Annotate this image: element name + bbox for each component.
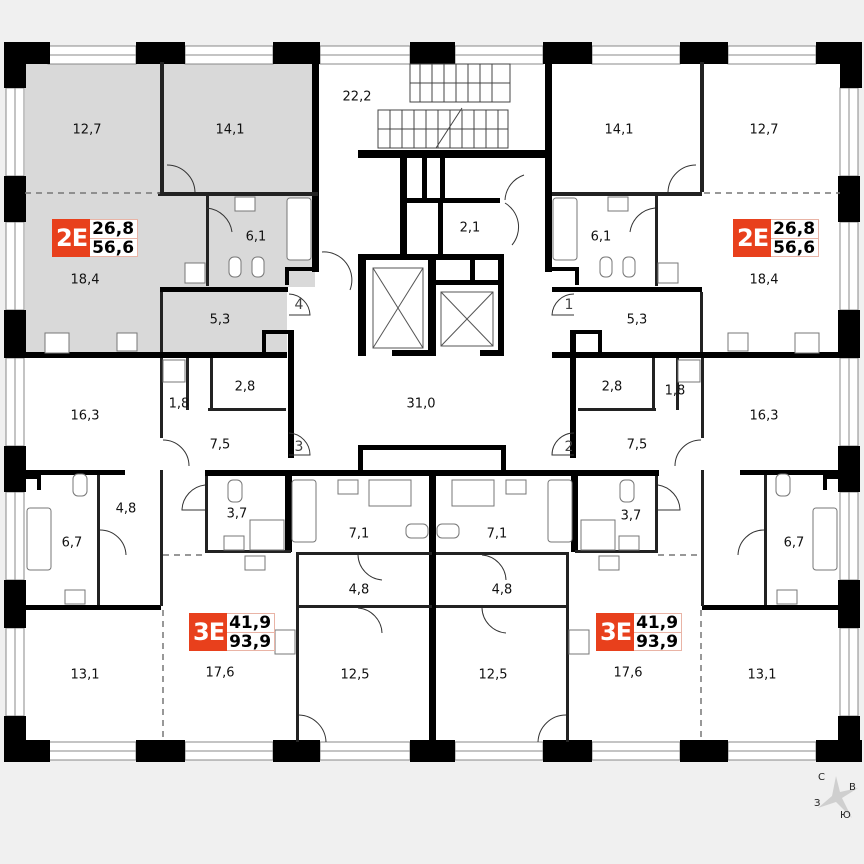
living-area: 26,8 — [771, 220, 819, 239]
room-area: 5,3 — [626, 312, 648, 328]
utility-area: 2,1 — [459, 220, 481, 236]
compass-north: С — [818, 772, 825, 783]
door-number-1: 1 — [564, 297, 574, 313]
apartment-badge-3[interactable]: 3Е 41,9 93,9 — [189, 613, 276, 652]
living-area: 41,9 — [227, 614, 275, 633]
room-area: 7,1 — [486, 526, 508, 542]
room-area: 12,7 — [749, 122, 779, 138]
compass-east: В — [849, 782, 856, 793]
total-area: 56,6 — [92, 238, 135, 258]
room-area: 16,3 — [70, 408, 100, 424]
total-area: 93,9 — [636, 632, 679, 652]
compass-rose: С В З Ю — [808, 772, 864, 824]
room-area: 4,8 — [491, 582, 513, 598]
room-area: 18,4 — [749, 272, 779, 288]
stairwell-area: 22,2 — [342, 89, 372, 105]
room-area: 5,3 — [209, 312, 231, 328]
room-area: 3,7 — [226, 506, 248, 522]
room-area: 12,5 — [478, 667, 508, 683]
room-area: 13,1 — [747, 667, 777, 683]
room-area: 2,8 — [601, 379, 623, 395]
total-area: 93,9 — [229, 632, 272, 652]
apartment-badge-2[interactable]: 3Е 41,9 93,9 — [596, 613, 683, 652]
door-number-3: 3 — [294, 439, 304, 455]
apartment-badge-4[interactable]: 2Е 26,8 56,6 — [52, 219, 139, 258]
apartment-type: 2Е — [733, 219, 772, 257]
room-area: 6,7 — [783, 535, 805, 551]
hall-area: 31,0 — [406, 396, 436, 412]
total-area: 56,6 — [773, 238, 816, 258]
apartment-type: 3Е — [189, 613, 228, 651]
room-area: 14,1 — [215, 122, 245, 138]
room-area: 13,1 — [70, 667, 100, 683]
compass-west: З — [814, 798, 821, 809]
room-area: 7,1 — [348, 526, 370, 542]
room-area: 6,7 — [61, 535, 83, 551]
room-area: 6,1 — [245, 229, 267, 245]
room-area: 17,6 — [205, 665, 235, 681]
stairs-icon — [377, 63, 511, 149]
living-area: 26,8 — [90, 220, 138, 239]
apartment-type: 2Е — [52, 219, 91, 257]
room-area: 2,8 — [234, 379, 256, 395]
room-area: 18,4 — [70, 272, 100, 288]
apartment-4-fill[interactable] — [25, 62, 315, 353]
compass-south: Ю — [840, 810, 851, 821]
living-area: 41,9 — [634, 614, 682, 633]
room-area: 17,6 — [613, 665, 643, 681]
compass-star-icon — [818, 776, 858, 818]
door-number-2: 2 — [564, 439, 574, 455]
room-area: 6,1 — [590, 229, 612, 245]
room-area: 4,8 — [115, 501, 137, 517]
apartment-type: 3Е — [596, 613, 635, 651]
door-number-4: 4 — [294, 297, 304, 313]
room-area: 12,5 — [340, 667, 370, 683]
apartment-badge-1[interactable]: 2Е 26,8 56,6 — [733, 219, 820, 258]
room-area: 1,8 — [664, 383, 686, 399]
room-area: 4,8 — [348, 582, 370, 598]
room-area: 1,8 — [168, 396, 190, 412]
room-area: 16,3 — [749, 408, 779, 424]
room-area: 12,7 — [72, 122, 102, 138]
room-area: 7,5 — [626, 437, 648, 453]
room-area: 3,7 — [620, 508, 642, 524]
room-area: 7,5 — [209, 437, 231, 453]
room-area: 14,1 — [604, 122, 634, 138]
